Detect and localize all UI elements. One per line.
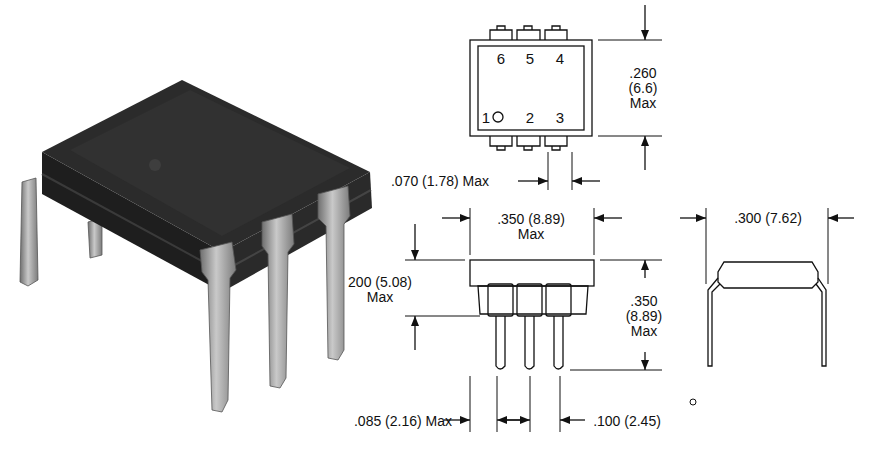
dimension-label: .085 (2.16) Max — [354, 414, 452, 429]
pin-number: 6 — [497, 51, 505, 66]
dimension-label: .260 (6.6) Max — [628, 66, 659, 111]
dimension-drawing — [405, 5, 854, 432]
dimension-label: .300 (7.62) — [733, 211, 803, 226]
dimension-label: .350 (8.89) Max — [487, 212, 575, 242]
dimension-label: .100 (2.45) — [593, 414, 661, 429]
pin-number: 2 — [526, 110, 534, 125]
dimension-label: 200 (5.08) Max — [342, 275, 418, 305]
pin-number: 1 — [482, 110, 490, 125]
pin-number: 3 — [556, 110, 564, 125]
pin-number: 4 — [556, 51, 564, 66]
pin-number: 5 — [526, 51, 534, 66]
dimension-label: .070 (1.78) Max — [391, 174, 489, 189]
dimension-label: .350 (8.89) Max — [625, 294, 664, 339]
package-photo — [20, 80, 372, 412]
